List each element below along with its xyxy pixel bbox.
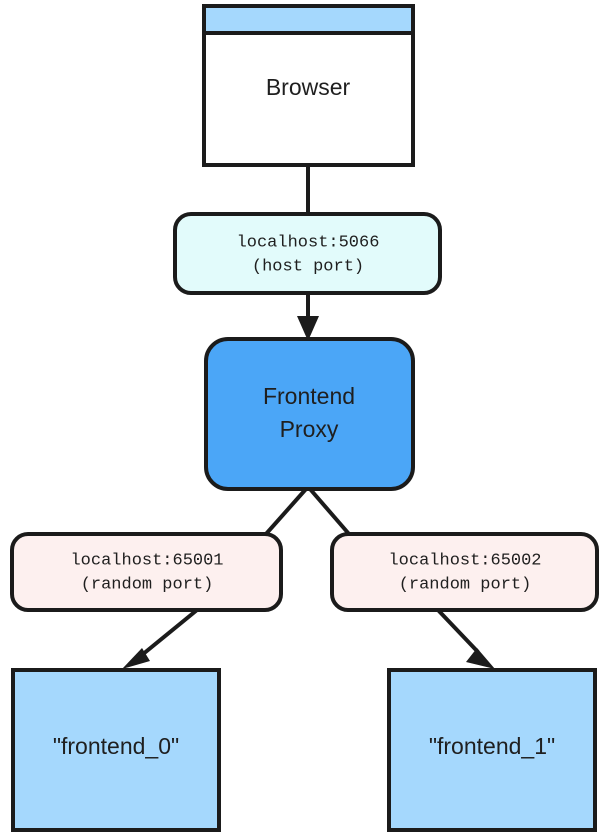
frontend-0-label: "frontend_0" [53, 733, 179, 759]
node-random-port-left[interactable]: localhost:65001 (random port) [10, 532, 283, 612]
edge-proxy-to-random-port-left [264, 487, 308, 536]
browser-titlebar [202, 4, 415, 35]
host-port-line1: localhost:5066 [237, 233, 380, 252]
node-frontend-proxy[interactable]: Frontend Proxy [204, 337, 415, 491]
node-frontend-1[interactable]: "frontend_1" [387, 668, 597, 832]
node-random-port-right[interactable]: localhost:65002 (random port) [330, 532, 599, 612]
frontend-proxy-line2: Proxy [280, 416, 339, 442]
arrowhead-into-frontend-1-icon [466, 648, 495, 669]
arrowhead-into-frontend-0-icon [122, 648, 150, 669]
random-port-left-line1: localhost:65001 [70, 551, 223, 570]
edge-random-port-left-to-frontend-0 [135, 608, 199, 661]
frontend-proxy-line1: Frontend [263, 383, 355, 409]
random-port-left-line2: (random port) [81, 575, 214, 594]
frontend-1-box [387, 668, 597, 832]
random-port-left-box [10, 532, 283, 612]
random-port-right-box [330, 532, 599, 612]
frontend-1-label: "frontend_1" [429, 733, 555, 759]
node-frontend-0[interactable]: "frontend_0" [11, 668, 221, 832]
edge-proxy-to-random-port-right [308, 487, 351, 536]
host-port-line2: (host port) [252, 257, 364, 276]
node-browser[interactable]: Browser [202, 4, 415, 167]
browser-label: Browser [266, 74, 351, 100]
frontend-0-box [11, 668, 221, 832]
frontend-proxy-box [204, 337, 415, 491]
host-port-box [173, 212, 442, 295]
edge-random-port-right-to-frontend-1 [436, 608, 480, 654]
node-host-port[interactable]: localhost:5066 (host port) [173, 212, 442, 295]
random-port-right-line2: (random port) [399, 575, 532, 594]
random-port-right-line1: localhost:65002 [388, 551, 541, 570]
arrowhead-into-proxy-icon [297, 316, 319, 341]
